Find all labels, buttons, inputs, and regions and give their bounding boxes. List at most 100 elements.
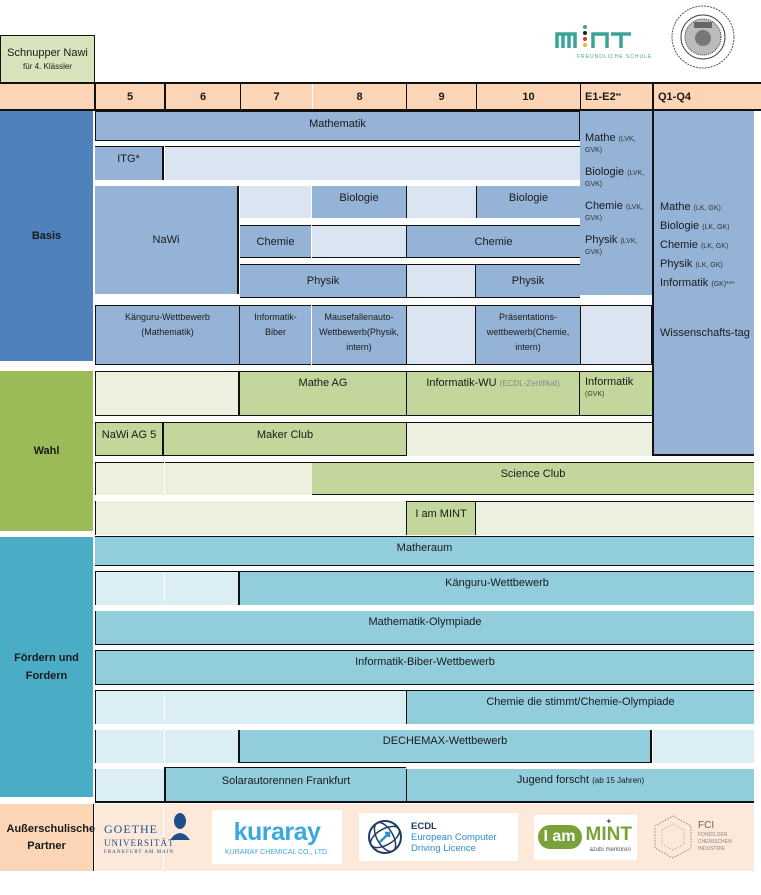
basis-physik-empty-9	[406, 264, 476, 298]
mint-logo-sub: FREUNDLICHE SCHULE	[577, 54, 653, 60]
goethe-line2: UNIVERSITÄT	[104, 838, 175, 848]
kuraray-word: kuraray	[233, 818, 321, 846]
wahl-i-am-mint: I am MINT	[406, 501, 476, 535]
school-seal	[670, 4, 736, 70]
q-course-biologie: Biologie (LK, GK)	[660, 220, 754, 232]
foerdern-solar-empty	[95, 769, 164, 803]
partner-ecdl-logo: ECDL European Computer Driving Licence	[359, 813, 518, 861]
wahl-informatik-wu-label: Informatik-WU	[426, 377, 497, 389]
basis-mausefalle: Mausefallenauto-Wettbewerb(Physik, inter…	[312, 305, 406, 365]
basis-chemie-9-10: Chemie	[406, 225, 580, 258]
foerdern-dechemax-empty-left	[95, 730, 240, 763]
wahl-mint-empty-right	[476, 501, 754, 535]
basis-biber: Informatik-Biber	[240, 305, 311, 365]
basis-praesentation: Präsentations-wettbewerb(Chemie, intern)	[476, 305, 580, 365]
basis-nawi: NaWi	[95, 186, 239, 294]
basis-chemie-empty-8	[312, 225, 406, 258]
q-course-physik: Physik (LK, GK)	[660, 258, 754, 270]
kuraray-sub: KURARAY CHEMICAL CO., LTD.	[225, 849, 329, 856]
wahl-informatik-e-label: Informatik	[585, 376, 634, 388]
iam-left-text: I am	[543, 827, 576, 845]
basis-chemie-7: Chemie	[240, 225, 311, 258]
q-course-mathe-note: (LK, GK)	[693, 205, 721, 212]
e-course-physik: Physik (LVK, GVK)	[585, 235, 652, 257]
wahl-nawi-ag: NaWi AG 5	[95, 422, 164, 456]
wahl-informatik-e-note: (GVK)	[585, 391, 605, 398]
basis-kaenguru-title: Känguru-Wettbewerb	[125, 312, 210, 322]
fci-title: FCI	[698, 820, 715, 831]
partner-iam-mint-logo: I am MINT azubi mentoren ✦	[534, 815, 637, 860]
partner-goethe-logo: GOETHE UNIVERSITÄT FRANKFURT AM MAIN	[104, 812, 194, 862]
section-wahl: Wahl	[0, 371, 93, 531]
q-course-informatik: Informatik (GK)***	[660, 277, 754, 289]
foerdern-jugend: Jugend forscht (ab 15 Jahren)	[406, 769, 754, 803]
basis-physik-7-8: Physik	[240, 264, 406, 298]
mint-logo: FREUNDLICHE SCHULE	[555, 22, 651, 64]
wahl-informatik-e: Informatik (GVK)	[580, 371, 652, 416]
grade-8: 8	[312, 84, 406, 109]
ecdl-title: ECDL	[411, 820, 437, 832]
q-course-mathe: Mathe (LK, GK)	[660, 201, 754, 213]
section-basis: Basis	[0, 111, 93, 361]
foerdern-kaenguru-empty	[95, 571, 240, 605]
grade-header-row	[0, 82, 761, 111]
q-course-chemie-name: Chemie	[660, 239, 698, 251]
iam-right: MINT	[585, 823, 632, 845]
q-course-chemie: Chemie (LK, GK)	[660, 239, 754, 251]
ecdl-line2: Driving Licence	[411, 842, 476, 854]
basis-physik-10: Physik	[476, 264, 580, 298]
partner-divider	[163, 804, 164, 871]
q-course-biologie-note: (LK, GK)	[702, 224, 730, 231]
e-course-physik-name: Physik	[585, 234, 618, 246]
iam-star-icon: ✦	[605, 816, 613, 826]
ecdl-globe-icon	[368, 820, 402, 854]
section-partner: Außerschulische Partner	[0, 804, 95, 871]
q-course-physik-name: Physik	[660, 258, 693, 270]
goethe-portrait-icon	[170, 813, 190, 840]
iam-mint-inner: I am MINT azubi mentoren ✦	[536, 817, 636, 859]
wahl-mint-empty-left	[95, 501, 406, 535]
grade-e1-e2-label: E1-E2	[585, 90, 616, 103]
basis-biologie-10: Biologie	[476, 186, 580, 218]
q-course-biologie-name: Biologie	[660, 220, 700, 232]
fci-line1: FONDS DER	[698, 832, 728, 838]
e-course-biologie-note: (LVK, GVK)	[585, 170, 645, 188]
ecdl-text: ECDL European Computer Driving Licence	[411, 821, 497, 854]
mint-logo-icon	[555, 25, 631, 48]
e-course-chemie-name: Chemie	[585, 200, 623, 212]
foerdern-chemie-divider	[164, 692, 165, 720]
wahl-science-club: Science Club	[312, 462, 754, 495]
basis-e-courses: Mathe (LVK, GVK) Biologie (LVK, GVK) Che…	[580, 111, 652, 295]
fci-line2: CHEMISCHEN	[698, 839, 732, 845]
foerdern-jugend-note: (ab 15 Jahren)	[592, 776, 645, 785]
q-course-mathe-name: Mathe	[660, 201, 691, 213]
basis-itg-empty	[165, 146, 580, 180]
partner-fci-logo: FCI FONDS DER CHEMISCHEN INDUSTRIE	[651, 812, 754, 862]
foerdern-dechemax-divider	[164, 730, 165, 763]
schnupper-nawi-box: Schnupper Nawi für 4. Klässler	[0, 35, 95, 83]
partner-kuraray-logo: kuraray KURARAY CHEMICAL CO., LTD.	[212, 810, 342, 864]
foerdern-solar: Solarautorennen Frankfurt	[164, 767, 406, 803]
foerdern-chemie: Chemie die stimmt/Chemie-Olympiade	[406, 690, 754, 724]
grade-e1-e2: E1-E2**	[580, 84, 652, 109]
q-course-informatik-note: (GK)***	[711, 281, 735, 288]
grade-e1-e2-sup: **	[615, 93, 622, 100]
wahl-science-divider	[164, 462, 165, 531]
basis-mathematik: Mathematik	[95, 111, 580, 141]
basis-kaenguru: Känguru-Wettbewerb (Mathematik)	[95, 305, 240, 365]
q-course-informatik-name: Informatik	[660, 277, 709, 289]
wahl-science-empty	[95, 462, 312, 495]
basis-itg: ITG*	[95, 146, 164, 180]
grade-10: 10	[476, 84, 580, 109]
q-course-chemie-note: (LK, GK)	[700, 243, 729, 250]
e-course-mathe: Mathe (LVK, GVK)	[585, 133, 652, 155]
school-seal-icon	[671, 5, 735, 69]
foerdern-biber: Informatik-Biber-Wettbewerb	[95, 650, 754, 685]
grade-q1-q4: Q1-Q4	[652, 84, 761, 109]
goethe-line1: GOETHE	[104, 822, 158, 836]
fci-hexagon-icon	[654, 815, 692, 859]
section-foerdern-label: Fördern und Fordern	[14, 652, 79, 682]
e-course-mathe-name: Mathe	[585, 132, 616, 144]
goethe-line3: FRANKFURT AM MAIN	[104, 850, 174, 855]
e-course-physik-note: (LVK, GVK)	[585, 238, 638, 256]
